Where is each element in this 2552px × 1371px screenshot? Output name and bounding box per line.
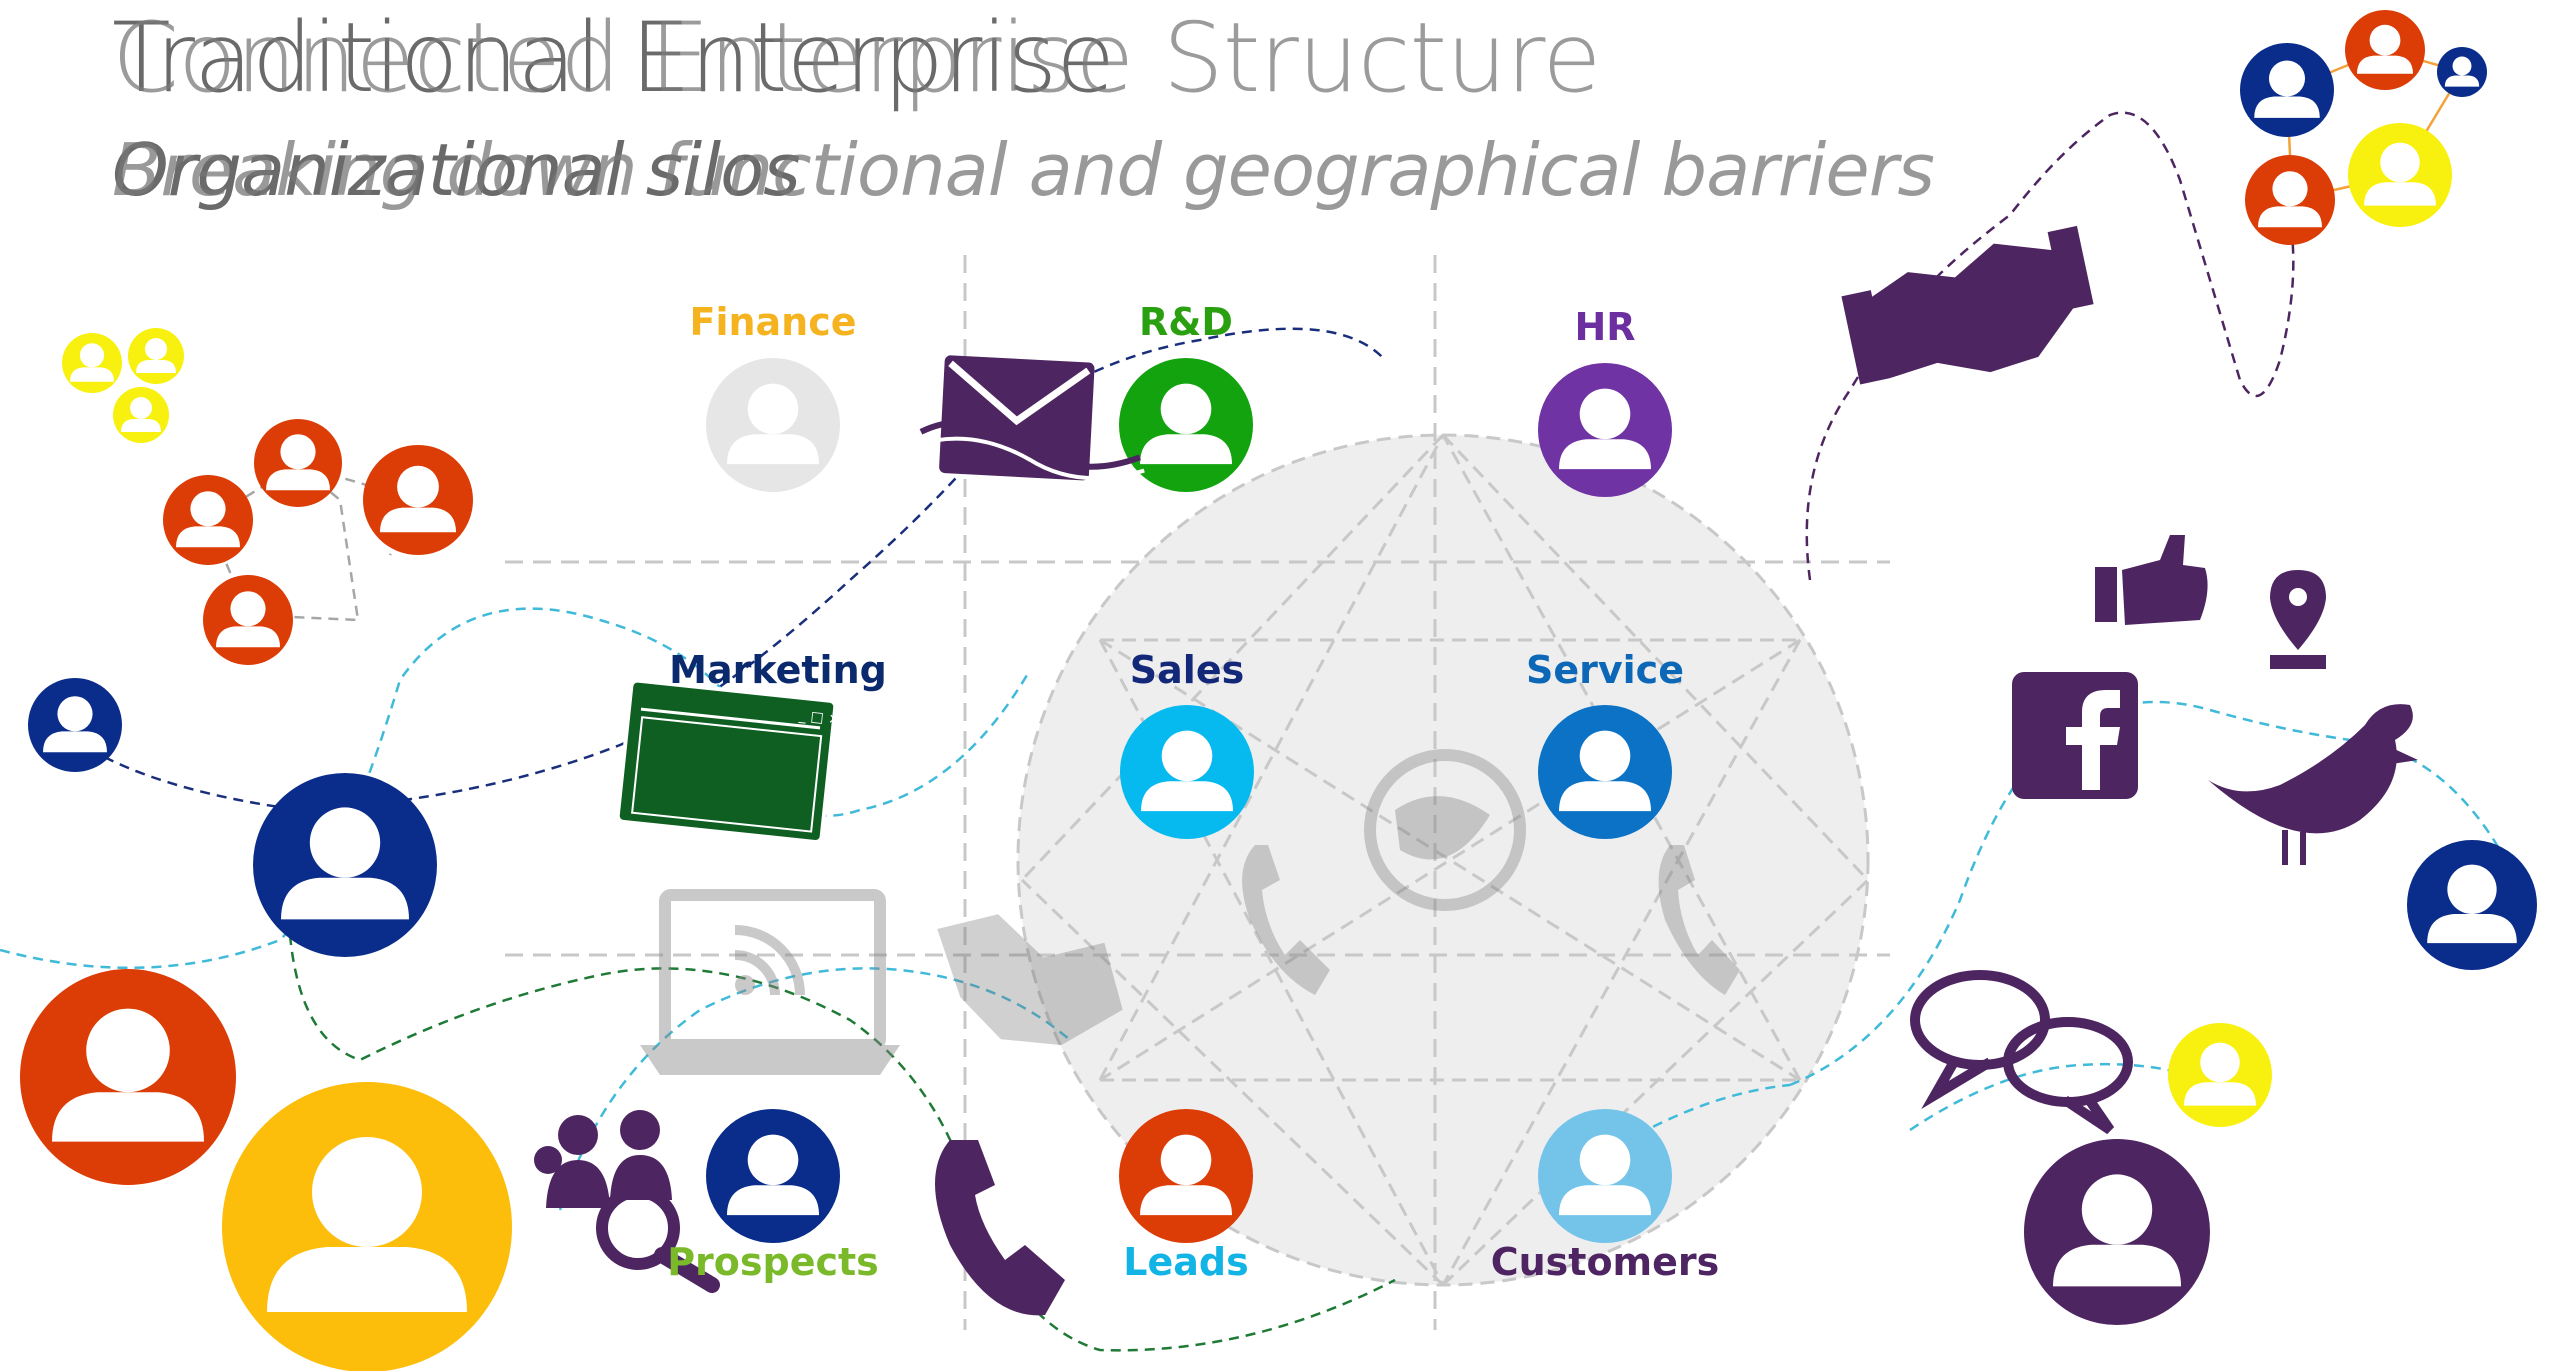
globe-icon [1364,749,1526,911]
bird-icon [2208,704,2418,865]
facebook-icon [2012,672,2138,799]
leads-label: Leads [1123,1240,1249,1284]
phone-icon [1242,845,1330,995]
slide-title-overlay: Connected Enterprise Structure [112,2,1601,114]
rnd-avatar [1119,358,1253,492]
finance-avatar [706,358,840,492]
avatar [2168,1023,2272,1127]
sales-label: Sales [1129,648,1245,692]
phone-icon [935,1140,1065,1316]
hr-label: HR [1574,305,1636,349]
avatar [2024,1139,2210,1325]
finance-label: Finance [689,300,857,344]
svg-text:_ □ ×: _ □ × [797,708,840,728]
slide-subtitle-overlay: Breaking down functional and geographica… [112,128,1935,212]
customers-label: Customers [1490,1240,1720,1284]
slide-title: Traditional Enterprise [112,2,1115,114]
customers-avatar [1538,1109,1672,1243]
avatar [20,969,236,1185]
hr-avatar [1538,363,1672,497]
thumbs-up-icon [2095,535,2208,625]
avatar [28,678,122,772]
rnd-label: R&D [1139,300,1233,344]
handshake-icon [937,914,1123,1046]
service-avatar [1538,705,1672,839]
slide-subtitle: Organizational silos [112,128,801,212]
prospects-label: Prospects [667,1240,879,1284]
envelope-icon [914,355,1145,481]
handshake-icon [1841,225,2094,385]
orange-people-cluster [163,419,473,665]
speech-bubbles-icon [1910,970,2133,1135]
leads-avatar [1119,1109,1253,1243]
top-right-people-cluster [2240,10,2487,245]
yellow-people-cluster [62,328,184,443]
phone-icon [1658,845,1740,995]
prospects-avatar [706,1109,840,1243]
sales-avatar [1120,705,1254,839]
avatar [2407,840,2537,970]
avatar [222,1082,512,1371]
people-search-icon [534,1110,720,1293]
service-label: Service [1526,648,1684,692]
marketing-label: Marketing [669,648,887,692]
browser-window-icon: _ □ × [615,678,841,845]
avatar [253,773,437,957]
laptop-rss-icon [640,889,900,1075]
map-pin-icon [2270,570,2326,669]
